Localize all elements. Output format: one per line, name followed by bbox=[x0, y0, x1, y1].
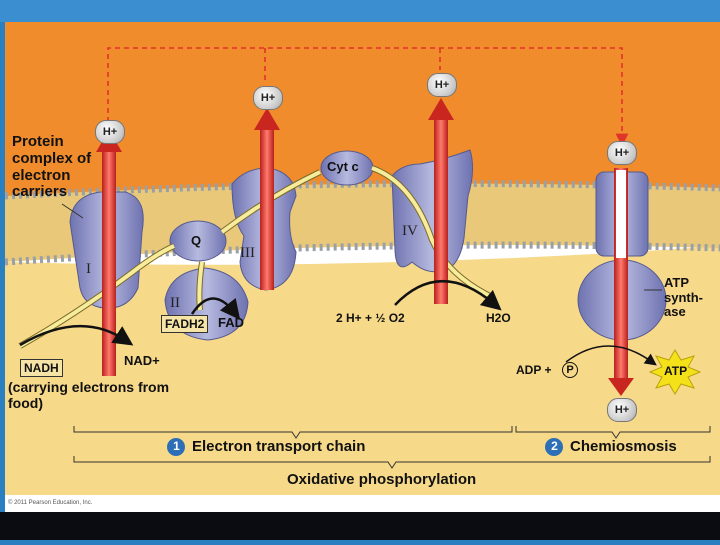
adp-label: ADP + bbox=[516, 364, 551, 377]
h-ion-synthase-bottom: H+ bbox=[607, 398, 637, 422]
complex-4-label: IV bbox=[402, 223, 418, 240]
complex-2-label: II bbox=[170, 295, 180, 312]
water-equation: 2 H+ + ½ O2 bbox=[336, 312, 405, 325]
slide-bottom-band bbox=[0, 512, 720, 540]
slide-top-band bbox=[0, 0, 720, 22]
proton-arrow-4-shaft bbox=[434, 118, 448, 304]
stage-2-label: Chemiosmosis bbox=[570, 439, 677, 456]
h-ion-3: H+ bbox=[253, 86, 283, 110]
h-ion-4: H+ bbox=[427, 73, 457, 97]
cyt-c-label: Cyt c bbox=[327, 160, 359, 175]
q-label: Q bbox=[191, 234, 201, 249]
proton-arrow-synthase-channel bbox=[616, 170, 626, 258]
atp-label: ATP bbox=[664, 365, 687, 378]
protein-complex-label: Protein complex of electron carriers bbox=[12, 134, 110, 201]
fadh2-box: FADH2 bbox=[161, 315, 208, 333]
atp-synthase-label: ATP synth- ase bbox=[664, 276, 712, 320]
h-ion-synthase-top: H+ bbox=[607, 141, 637, 165]
stage-1-label: Electron transport chain bbox=[192, 439, 365, 456]
complex-3-label: III bbox=[240, 245, 255, 262]
nadh-note: (carrying electrons from food) bbox=[8, 380, 178, 411]
complex-1-label: I bbox=[86, 261, 91, 278]
copyright: © 2011 Pearson Education, Inc. bbox=[8, 500, 92, 506]
nad-plus-label: NAD+ bbox=[124, 354, 160, 369]
complex-4-protein bbox=[392, 150, 473, 272]
stage-2-number: 2 bbox=[550, 440, 559, 453]
fad-label: FAD bbox=[218, 316, 244, 331]
h2o-label: H2O bbox=[486, 312, 511, 325]
nadh-box: NADH bbox=[20, 359, 63, 377]
phosphate-symbol: P bbox=[562, 362, 578, 378]
stage-1-number: 1 bbox=[172, 440, 181, 453]
proton-arrow-3-shaft bbox=[260, 128, 274, 290]
oxphos-label: Oxidative phosphorylation bbox=[287, 472, 476, 489]
